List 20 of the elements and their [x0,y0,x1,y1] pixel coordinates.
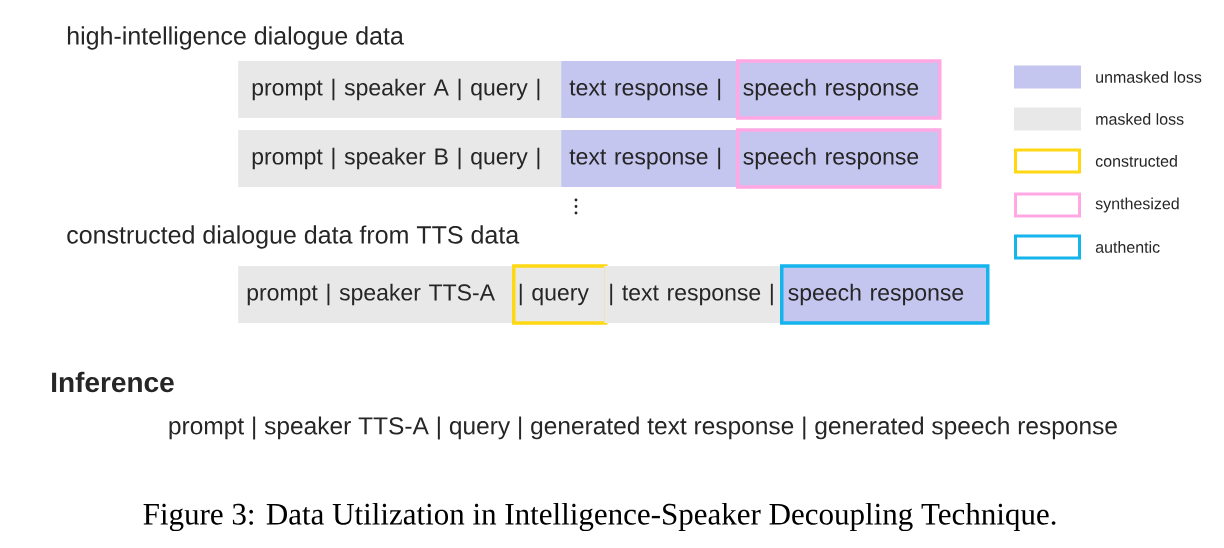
section-label: constructed dialogue data from TTS data [67,225,520,249]
figure-caption: Figure 3: Data Utilization in Intelligence-Speaker Decoupling Technique. [143,502,1056,532]
outlined-segment: | query [512,264,608,325]
sequence-segment: text response | [561,61,737,118]
legend-label: unmasked loss [1096,71,1202,83]
legend-label: synthesized [1095,197,1179,213]
legend-label: authentic [1095,241,1160,253]
sequence-segment: prompt | speaker B | query | [238,130,562,187]
legend-label: constructed [1095,155,1177,167]
sequence-segment: text response | [561,130,737,187]
section-heading: Inference [52,371,174,393]
sequence-segment: prompt | speaker A | query | [238,61,562,118]
legend-label: masked loss [1096,113,1184,125]
node-label: | text response | [610,283,773,306]
sequence-segment: | text response | [604,266,781,323]
sequence-text: prompt | speaker TTS-A | query | generated text response | generated speech response [169,416,1117,440]
outlined-segment: speech response [780,264,990,325]
outlined-segment: speech response [736,59,942,120]
outlined-segment: speech response [736,128,942,189]
section-label: high-intelligence dialogue data [67,26,404,50]
